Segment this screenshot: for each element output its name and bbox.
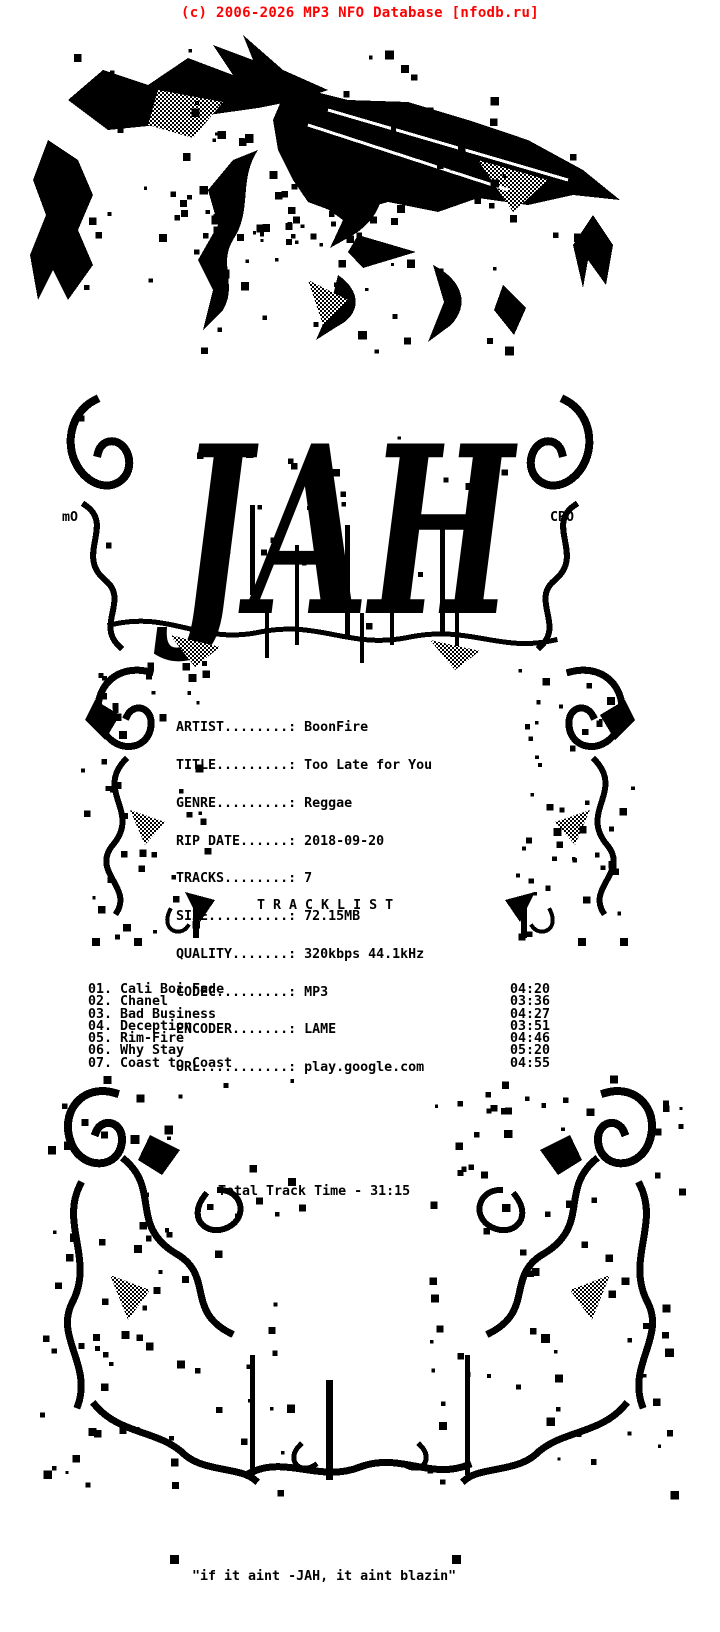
nfodb-copyright: (c) 2006-2026 MP3 NFO Database [nfodb.ru… <box>181 5 539 21</box>
footer-quote: "if it aint -JAH, it aint blazin" <box>192 1569 457 1584</box>
jah-logo-art: JAH <box>66 394 610 670</box>
release-field-title: TITLE.........:Too Late for You <box>176 757 433 773</box>
flank-swirl-left <box>85 666 215 946</box>
jah-wordmark: JAH <box>154 396 518 669</box>
crew-tag-right: CRO <box>550 510 575 525</box>
svg-text:JAH: JAH <box>154 396 518 669</box>
crew-tag-left: mO <box>62 510 79 525</box>
art-pixel <box>170 1555 179 1564</box>
release-field-codec: CODEC.........:MP3 <box>176 984 329 1000</box>
total-track-time: Total Track Time - 31:15 <box>218 1184 411 1199</box>
flank-noise-pixels <box>80 661 635 941</box>
release-field-tracks: TRACKS........:7 <box>176 871 313 887</box>
ornamental-urn-art <box>40 1075 687 1500</box>
release-field-quality: QUALITY.......:320kbps 44.1kHz <box>176 946 425 962</box>
art-pixel <box>452 1555 461 1564</box>
release-info-block: ARTIST........:BoonFire TITLE.........:T… <box>176 697 432 1100</box>
smoke-noise-pixels <box>78 415 508 630</box>
tracklist-heading: T R A C K L I S T <box>257 898 394 913</box>
eagle-ascii-art <box>30 35 620 356</box>
release-field-url: URL...........:play.google.com <box>176 1060 425 1076</box>
urn-swirl-left <box>63 1087 260 1485</box>
smoke-swirl-left <box>66 394 134 652</box>
release-field-size: SIZE..........:72.15MB <box>176 909 361 925</box>
release-field-artist: ARTIST........:BoonFire <box>176 720 369 736</box>
urn-noise-pixels <box>40 1075 687 1500</box>
release-field-rip-date: RIP DATE......:2018-09-20 <box>176 833 385 849</box>
urn-base <box>245 1380 473 1480</box>
eagle-noise-pixels <box>74 48 583 356</box>
release-field-genre: GENRE.........:Reggae <box>176 795 353 811</box>
flank-ornament-art <box>80 661 720 950</box>
release-field-encoder: ENCODER.......:LAME <box>176 1022 337 1038</box>
